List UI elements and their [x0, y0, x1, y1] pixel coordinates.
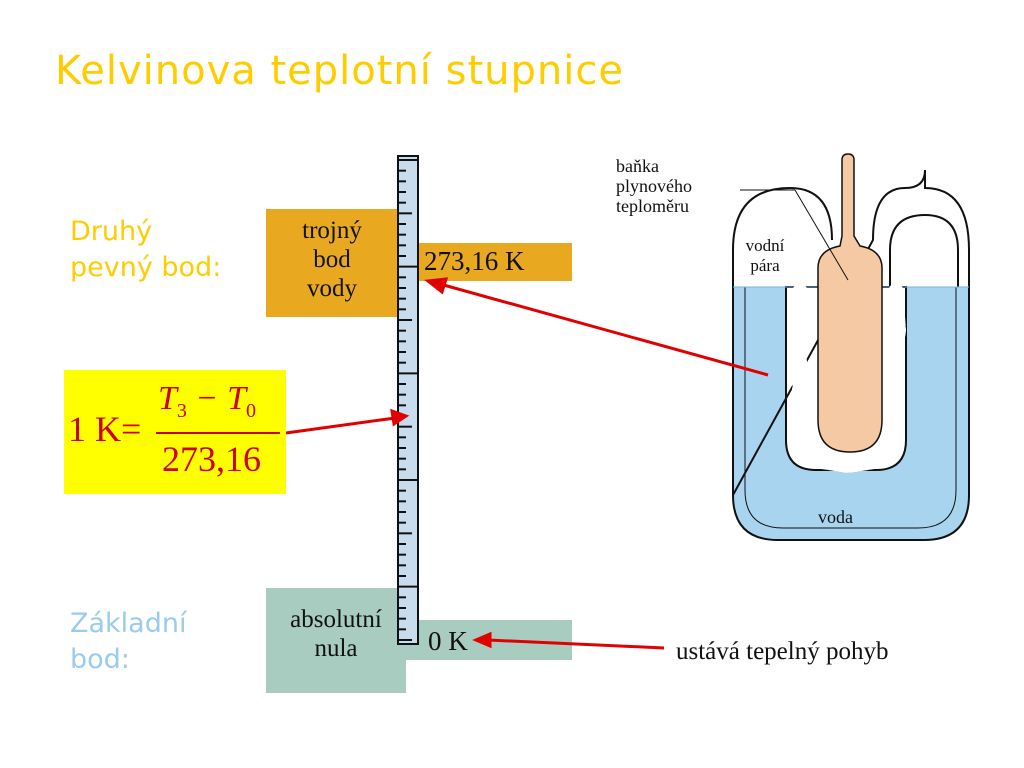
triple-point-line3: vody [307, 275, 357, 302]
absolute-zero-box [266, 588, 406, 693]
formula-box: 1 K= T3 − T0 273,16 [64, 370, 286, 494]
vapor-label-line2: pára [750, 256, 780, 275]
triple-point-line2: bod [313, 246, 351, 273]
vessel-inner-wall [744, 287, 957, 529]
base-point-line2: bod: [70, 644, 130, 675]
zero-note: ustává tepelný pohyb [676, 638, 889, 665]
vessel-outline [731, 169, 970, 541]
formula-minus: − [197, 380, 217, 417]
bulb-pointer-diag [794, 189, 849, 281]
triple-point-value-box [415, 243, 572, 281]
absolute-zero-value: 0 K [428, 626, 468, 656]
formula-t0-sub: 0 [246, 399, 257, 422]
triple-point-text: trojný bod vody [266, 216, 398, 303]
formula-denominator: 273,16 [162, 439, 261, 479]
absolute-zero-line1: absolutní [290, 606, 382, 633]
formula-arrow [285, 416, 396, 435]
triple-point-line1: trojný [302, 217, 362, 244]
zero-arrowhead [472, 631, 492, 649]
bulb-label: baňka plynového teploměru [616, 156, 692, 216]
formula-t3: T [158, 380, 177, 417]
base-point-label: Základní bod: [70, 606, 270, 678]
page-title: Kelvinova teplotní stupnice [55, 48, 624, 94]
vapor-label-line1: vodní [745, 236, 785, 255]
absolute-zero-text: absolutní nula [266, 605, 406, 663]
triple-point-box [266, 209, 398, 317]
triple-point-arrow [439, 282, 769, 377]
absolute-zero-line2: nula [314, 635, 358, 662]
scale-ticks [398, 159, 418, 641]
triple-point-value: 273,16 K [424, 246, 525, 276]
thermometer-scale [397, 155, 419, 645]
fraction-bar [156, 432, 280, 434]
second-point-line2: pevný bod: [70, 252, 222, 283]
formula-t3-sub: 3 [176, 399, 187, 422]
vessel-side-tube [889, 213, 959, 287]
second-point-line1: Druhý [70, 216, 153, 247]
bulb-label-line3: teploměru [616, 196, 689, 216]
formula-arrowhead [390, 408, 410, 427]
arrows [285, 277, 769, 650]
triple-point-arrowhead [424, 277, 449, 295]
second-fixed-point-label: Druhý pevný bod: [70, 214, 270, 286]
formula-numerator: T3 − T0 [158, 380, 256, 423]
triple-point-cell [731, 153, 970, 541]
ice-layer [788, 283, 907, 474]
formula-t0: T [227, 380, 247, 417]
bulb-label-line1: baňka [616, 156, 659, 176]
bulb-label-line2: plynového [616, 176, 692, 196]
zero-arrow [487, 638, 665, 650]
water-label: voda [818, 507, 853, 527]
base-point-line1: Základní [70, 608, 187, 639]
formula-lhs: 1 K= [68, 409, 142, 449]
vapor-label: vodní pára [734, 236, 796, 276]
gas-thermometer-bulb [817, 153, 883, 453]
